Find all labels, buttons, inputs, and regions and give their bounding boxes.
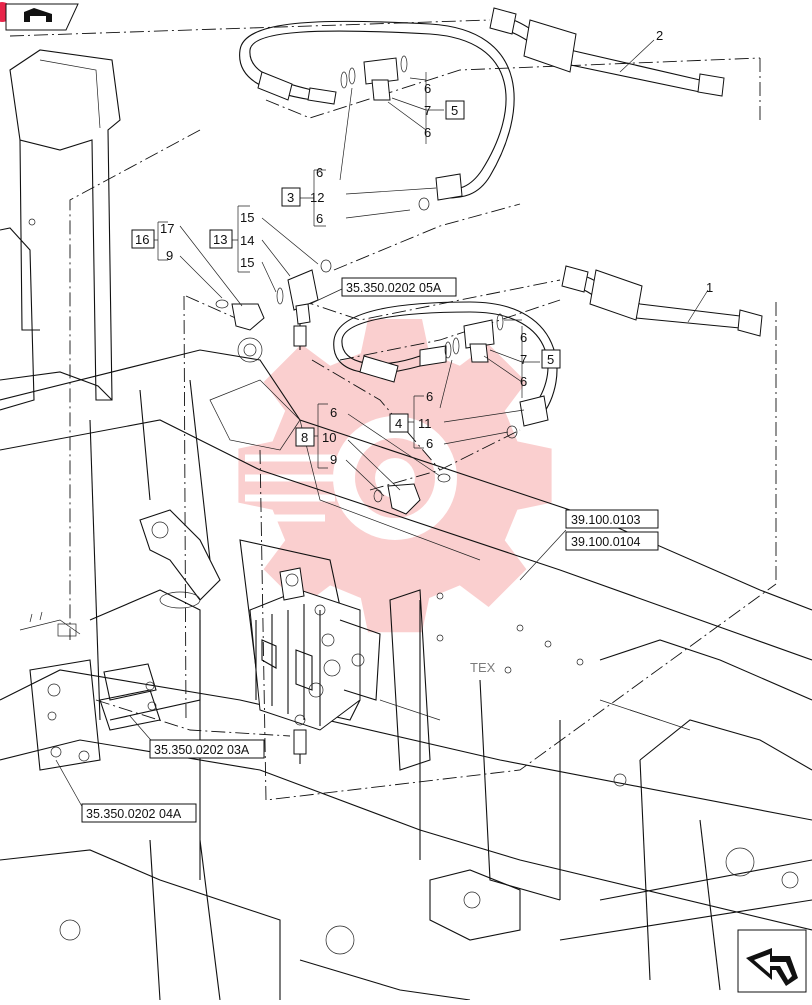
callout-8: 8: [301, 430, 308, 445]
callout-6: 6: [424, 125, 431, 140]
callout-15: 15: [240, 210, 254, 225]
tee-fitting-lower: [444, 313, 504, 363]
leader-lines: [55, 39, 709, 811]
hose-assembly-upper: [239, 7, 725, 201]
ref-box-0104[interactable]: [565, 531, 659, 551]
ref-39-100-0104[interactable]: 39.100.0104: [571, 535, 641, 549]
machine-frame: [0, 49, 812, 1001]
view-orientation-icon[interactable]: [0, 2, 79, 31]
ref-39-100-0103[interactable]: 39.100.0103: [571, 513, 641, 527]
callout-box-16: [131, 229, 155, 249]
callout-15: 15: [240, 255, 254, 270]
callout-6: 6: [330, 405, 337, 420]
callout-labels: 2 1 6 7 6 5 6 3 12 6 15 13 14 15 16 17 9…: [131, 28, 713, 467]
ref-box-0202-05A[interactable]: [341, 277, 457, 297]
callout-17: 17: [160, 221, 174, 236]
watermark-gear-icon: TEX: [238, 319, 552, 675]
ref-35-350-0202-04A[interactable]: 35.350.0202 04A: [86, 807, 182, 821]
callout-6: 6: [316, 211, 323, 226]
callout-box-8: [295, 427, 315, 447]
callout-6: 6: [426, 389, 433, 404]
elbow-fitting-lower: [373, 197, 518, 515]
hose-assembly-lower: [333, 265, 763, 427]
elbow-fitting-upper: [215, 299, 265, 331]
callout-16: 16: [135, 232, 149, 247]
callout-6: 6: [426, 436, 433, 451]
callout-box-5: [445, 100, 465, 120]
callout-14: 14: [240, 233, 254, 248]
callout-2: 2: [656, 28, 663, 43]
ref-35-350-0202-03A[interactable]: 35.350.0202 03A: [154, 743, 250, 757]
callout-7: 7: [520, 352, 527, 367]
callout-13: 13: [213, 232, 227, 247]
callout-7: 7: [424, 103, 431, 118]
tee-fitting-upper: [340, 55, 408, 101]
ref-box-0103[interactable]: [565, 509, 659, 529]
callout-10: 10: [322, 430, 336, 445]
tee-fitting-middle: [276, 259, 332, 350]
callout-6: 6: [520, 330, 527, 345]
control-valve-block: [249, 567, 381, 764]
ref-35-350-0202-05A[interactable]: 35.350.0202 05A: [346, 281, 442, 295]
callout-box-13: [209, 229, 233, 249]
callout-6: 6: [520, 374, 527, 389]
callout-12: 12: [310, 190, 324, 205]
ref-box-0202-04A[interactable]: [81, 803, 197, 823]
callout-1: 1: [706, 280, 713, 295]
callout-3: 3: [287, 190, 294, 205]
callout-11: 11: [418, 416, 432, 431]
watermark-text: TEX: [470, 660, 496, 675]
callout-5: 5: [451, 103, 458, 118]
callout-9: 9: [166, 248, 173, 263]
callout-box-4: [389, 413, 409, 433]
callout-6: 6: [424, 81, 431, 96]
callout-9: 9: [330, 452, 337, 467]
callout-6: 6: [316, 165, 323, 180]
assembly-reference-lines: [9, 19, 777, 801]
ref-box-0202-03A[interactable]: [149, 739, 265, 759]
callout-4: 4: [395, 416, 402, 431]
reference-boxes: 35.350.0202 05A 39.100.0103 39.100.0104 …: [81, 277, 659, 823]
callout-5: 5: [547, 352, 554, 367]
callout-box-5: [541, 349, 561, 369]
next-page-arrow-icon[interactable]: [737, 929, 807, 993]
callout-box-3: [281, 187, 301, 207]
